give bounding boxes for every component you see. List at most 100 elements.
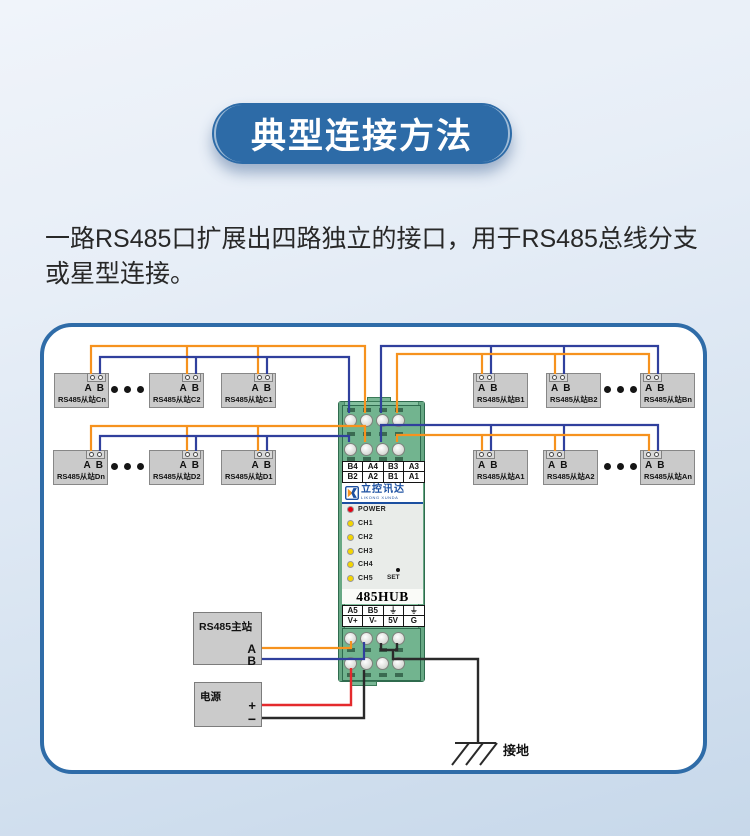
ch2-led-icon: [347, 533, 354, 541]
title-banner: 典型连接方法: [212, 103, 512, 164]
terminal-label: B4: [343, 462, 364, 472]
terminal-block: [182, 373, 201, 382]
port-a-label: A: [83, 460, 91, 471]
led-ch4: CH4: [347, 560, 373, 568]
power-supply-box: 电源 + −: [194, 682, 262, 727]
slave-station-label: RS485从站C2: [153, 395, 201, 404]
hub-module: B4 A4 B3 A3 B2 A2 B1 A1 立控讯达 LIKONG XUND…: [338, 397, 425, 686]
module-bottom-tab: [351, 681, 377, 686]
terminal-block: [86, 450, 105, 459]
screw-terminal-icon: [376, 413, 389, 427]
master-port-b-label: B: [247, 654, 256, 668]
screw-terminal-icon: [344, 656, 357, 670]
terminal-block: [643, 373, 662, 382]
port-b-label: B: [563, 383, 571, 394]
terminal-label: A1: [408, 472, 419, 481]
terminal-block: [254, 450, 273, 459]
slave-station-label: RS485从站C1: [225, 395, 273, 404]
terminal-block: [546, 450, 565, 459]
screw-terminal-icon: [653, 375, 659, 380]
screw-terminal-icon: [344, 631, 357, 645]
brand-logo-icon: [345, 485, 359, 500]
terminal-label: A4: [363, 462, 384, 472]
slave-station-label: RS485从站A2: [547, 472, 595, 481]
port-a-label: A: [179, 460, 187, 471]
terminal-label: B3: [383, 462, 404, 472]
port-b-label: B: [657, 383, 665, 394]
screw-terminal-icon: [646, 452, 652, 457]
port-b-label: B: [96, 383, 104, 394]
screw-terminal-icon: [185, 375, 191, 380]
screw-terminal-icon: [360, 413, 373, 427]
terminal-block: [476, 450, 495, 459]
port-b-label: B: [657, 460, 665, 471]
terminal-label: B5: [363, 606, 384, 616]
terminal-block: [476, 373, 495, 382]
screw-terminal-icon: [486, 375, 492, 380]
slave-station-label: RS485从站B2: [550, 395, 598, 404]
ch5-led-icon: [347, 574, 354, 582]
screw-terminal-icon: [479, 375, 485, 380]
slave-station-label: RS485从站An: [644, 472, 692, 481]
screw-terminal-icon: [90, 375, 96, 380]
set-label: SET: [387, 574, 400, 581]
slave-station-label: RS485从站Cn: [58, 395, 106, 404]
port-a-label: A: [478, 460, 486, 471]
port-a-label: A: [84, 383, 92, 394]
port-a-label: A: [251, 460, 259, 471]
screw-terminal-icon: [653, 452, 659, 457]
led-ch5: CH5: [347, 574, 373, 582]
screw-terminal-icon: [479, 452, 485, 457]
port-b-label: B: [95, 460, 103, 471]
screw-terminal-icon: [646, 375, 652, 380]
brand-subtitle: LIKONG XUNDA: [361, 495, 399, 500]
port-b-label: B: [263, 383, 271, 394]
screw-terminal-icon: [185, 452, 191, 457]
screw-terminal-icon: [264, 375, 270, 380]
ch1-led-icon: [347, 519, 354, 527]
screw-terminal-icon: [486, 452, 492, 457]
terminal-label: A2: [363, 472, 384, 482]
slave-station-label: RS485从站D1: [225, 472, 273, 481]
ground-label: 接地: [503, 743, 530, 758]
screw-terminal-icon: [392, 413, 405, 427]
port-a-label: A: [645, 383, 653, 394]
ellipsis-dots: [604, 463, 637, 470]
brand-name: 立控讯达: [361, 484, 405, 495]
screw-terminal-icon: [257, 452, 263, 457]
screw-terminal-icon: [344, 413, 357, 427]
led-power: POWER: [347, 505, 386, 513]
port-b-label: B: [560, 460, 568, 471]
screw-terminal-icon: [97, 375, 103, 380]
power-plus-label: +: [248, 698, 256, 713]
terminal-block: [643, 450, 662, 459]
terminal-block: [87, 373, 106, 382]
terminal-label-grid-top: B4 A4 B3 A3 B2 A2 B1 A1: [342, 461, 425, 483]
power-minus-label: −: [247, 711, 256, 727]
slave-station-label: RS485从站B1: [477, 395, 525, 404]
terminal-label: A3: [403, 462, 424, 472]
screw-terminal-icon: [376, 442, 389, 456]
screw-terminal-icon: [264, 452, 270, 457]
slave-station-label: RS485从站Bn: [644, 395, 692, 404]
led-ch3: CH3: [347, 547, 373, 555]
port-b-label: B: [191, 383, 199, 394]
terminal-block: [182, 450, 201, 459]
port-a-label: A: [179, 383, 187, 394]
